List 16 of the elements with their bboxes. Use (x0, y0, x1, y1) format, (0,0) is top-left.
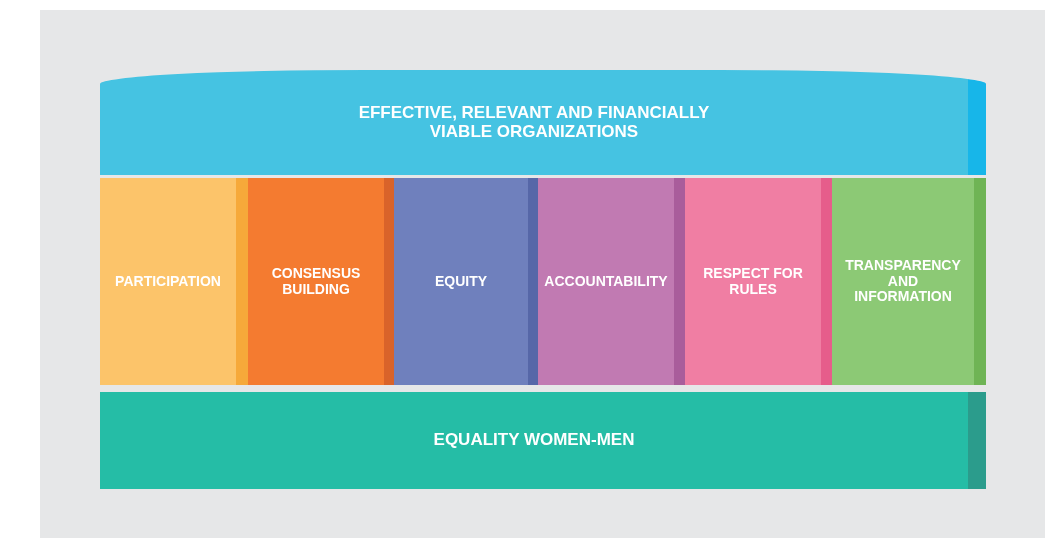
block-label: RESPECT FOR RULES (702, 266, 804, 297)
pillar-block (248, 178, 396, 385)
block-label: ACCOUNTABILITY (544, 273, 668, 290)
pillar-block (538, 178, 686, 385)
block-label: CONSENSUS BUILDING (270, 266, 362, 297)
base-block (100, 392, 986, 489)
block-label: EQUITY (434, 273, 488, 290)
block-label: EQUALITY WOMEN-MEN (433, 431, 635, 450)
roof-block (100, 70, 986, 175)
block-label: EFFECTIVE, RELEVANT AND FINANCIALLY VIABLE ORGANIZATIONS (357, 103, 711, 142)
pillar-block (832, 178, 986, 385)
block-label: PARTICIPATION (115, 273, 221, 290)
pillar-block (100, 178, 248, 385)
block-label: TRANSPARENCY AND INFORMATION (844, 258, 962, 305)
pillar-block (685, 178, 833, 385)
pillar-block (394, 178, 540, 385)
